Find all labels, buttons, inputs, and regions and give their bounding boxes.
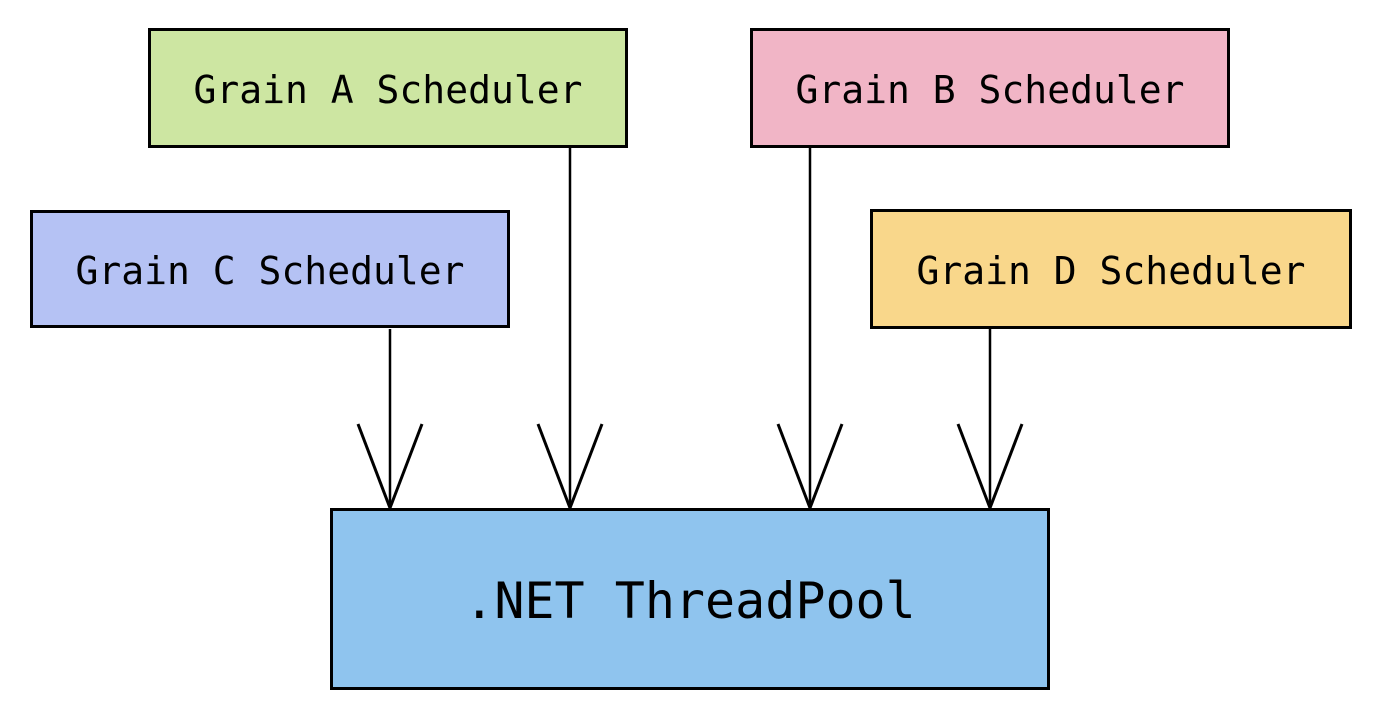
edge-grain-a-to-threadpool-arrowhead-right	[568, 423, 604, 509]
node-label: Grain C Scheduler	[75, 249, 465, 293]
node-label: Grain A Scheduler	[193, 68, 583, 112]
node-grain-b-scheduler: Grain B Scheduler	[750, 28, 1230, 148]
edge-grain-d-to-threadpool-arrowhead-left	[956, 423, 992, 509]
edge-grain-b-to-threadpool-arrowhead-left	[776, 423, 812, 509]
edge-grain-b-to-threadpool-arrowhead-right	[808, 423, 844, 509]
node-dotnet-threadpool: .NET ThreadPool	[330, 508, 1050, 690]
node-label: .NET ThreadPool	[464, 572, 916, 630]
node-label: Grain D Scheduler	[916, 249, 1306, 293]
node-label: Grain B Scheduler	[795, 68, 1185, 112]
edge-grain-c-to-threadpool-arrowhead-right	[388, 423, 424, 509]
edge-grain-c-to-threadpool-arrowhead-left	[356, 423, 392, 509]
node-grain-d-scheduler: Grain D Scheduler	[870, 209, 1352, 329]
node-grain-c-scheduler: Grain C Scheduler	[30, 210, 510, 328]
edge-grain-d-to-threadpool-arrowhead-right	[988, 423, 1024, 509]
edge-grain-a-to-threadpool-arrowhead-left	[536, 423, 572, 509]
node-grain-a-scheduler: Grain A Scheduler	[148, 28, 628, 148]
